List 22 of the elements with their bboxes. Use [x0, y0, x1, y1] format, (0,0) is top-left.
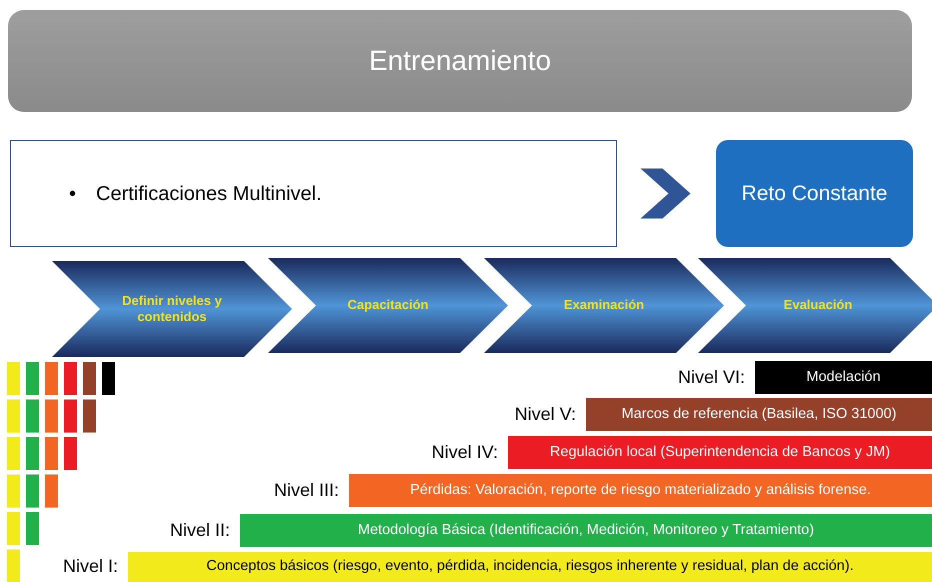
level-bar: Conceptos básicos (riesgo, evento, pérdida, incidencia, riesgos inherente y residual, plan de acción).	[128, 552, 932, 582]
text-panel	[10, 140, 617, 247]
chevron-step: Examinación	[484, 258, 724, 353]
level-bar: Regulación local (Superintendencia de Bancos y JM)	[508, 436, 932, 469]
process-box: Reto Constante	[716, 140, 913, 247]
level-bar: Marcos de referencia (Basilea, ISO 31000)	[586, 398, 932, 431]
level-bar: Pérdidas: Valoración, reporte de riesgo materializado y análisis forense.	[349, 474, 932, 507]
bullet: •	[69, 182, 76, 206]
chevron-step: Capacitación	[268, 258, 508, 353]
level-bar: Metodología Básica (Identificación, Medición, Monitoreo y Tratamiento)	[240, 514, 932, 547]
level-label: Nivel III:	[274, 480, 339, 498]
chevron-step: Evaluación	[698, 258, 932, 353]
title-banner: Entrenamiento	[8, 10, 912, 112]
chevron-step: Definir niveles y contenidos	[52, 261, 292, 357]
level-label: Nivel IV:	[432, 442, 498, 460]
chevron-arrow	[640, 168, 690, 218]
level-label: Nivel I:	[62, 557, 118, 575]
level-label: Nivel II:	[170, 520, 230, 538]
level-label: Nivel V:	[514, 404, 576, 422]
bullet-text: Certificaciones Multinivel.	[96, 182, 322, 206]
level-label: Nivel VI:	[678, 368, 745, 386]
level-bar: Modelación	[755, 361, 932, 394]
